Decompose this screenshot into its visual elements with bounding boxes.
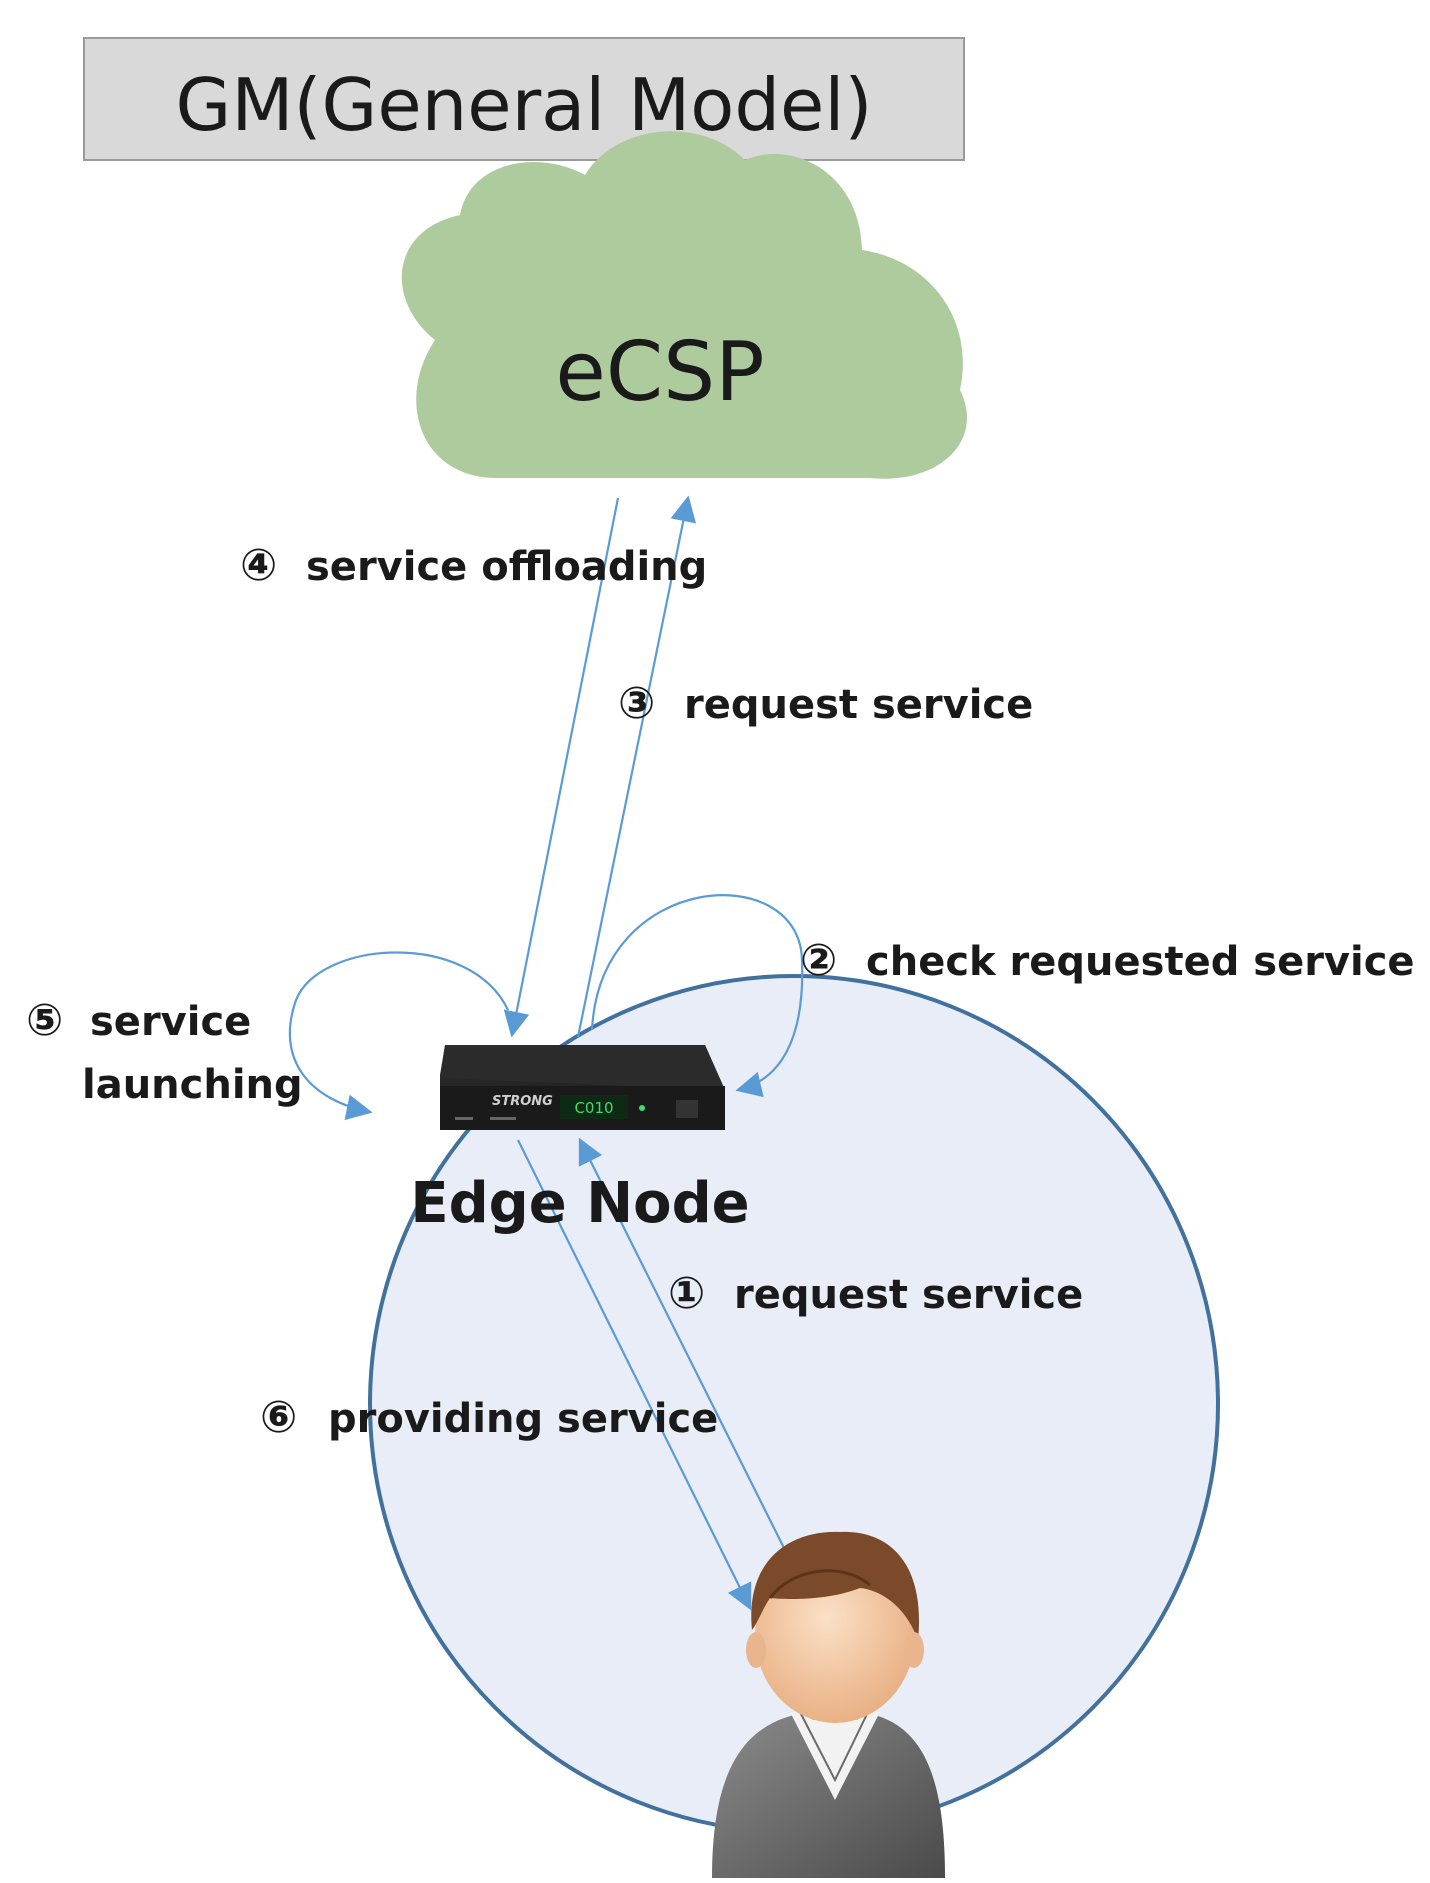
step-5-label: service: [90, 999, 251, 1045]
set-top-box-icon: STRONG C010: [440, 1045, 725, 1130]
arrow-4-service-offloading: [503, 497, 620, 1038]
ecsp-cloud: eCSP: [401, 131, 967, 479]
step-4-num: ④: [240, 540, 277, 591]
step-6-label: providing service: [328, 1396, 718, 1442]
arrow-2-check-loop: [590, 894, 804, 1098]
step-5-label-line2: launching: [82, 1062, 303, 1108]
arrow-1-request-service: [578, 1137, 797, 1573]
title-box: GM(General Model): [83, 37, 965, 161]
step-labels: ④ service offloading ③ request service ②…: [26, 540, 1415, 1443]
edge-node-label: Edge Node: [410, 1171, 749, 1236]
user-icon: [712, 1531, 945, 1878]
title-box-label: GM(General Model): [176, 63, 873, 147]
device-brand: STRONG: [492, 1094, 553, 1109]
step-5-num: ⑤: [26, 995, 63, 1046]
step-1-num: ①: [668, 1268, 705, 1319]
arrow-6-providing-service: [517, 1139, 752, 1611]
device-display: C010: [574, 1099, 613, 1117]
arrow-3-request-service: [576, 495, 697, 1038]
step-3-num: ③: [618, 678, 655, 729]
step-6-num: ⑥: [260, 1392, 297, 1443]
step-2-label: check requested service: [866, 939, 1415, 985]
arrows: [288, 495, 804, 1611]
cloud-label: eCSP: [555, 325, 764, 420]
step-4-label: service offloading: [306, 544, 707, 590]
step-3-label: request service: [684, 682, 1033, 728]
step-1-label: request service: [734, 1272, 1083, 1318]
step-2-num: ②: [800, 935, 837, 986]
arrow-5-launching-loop: [288, 951, 509, 1121]
